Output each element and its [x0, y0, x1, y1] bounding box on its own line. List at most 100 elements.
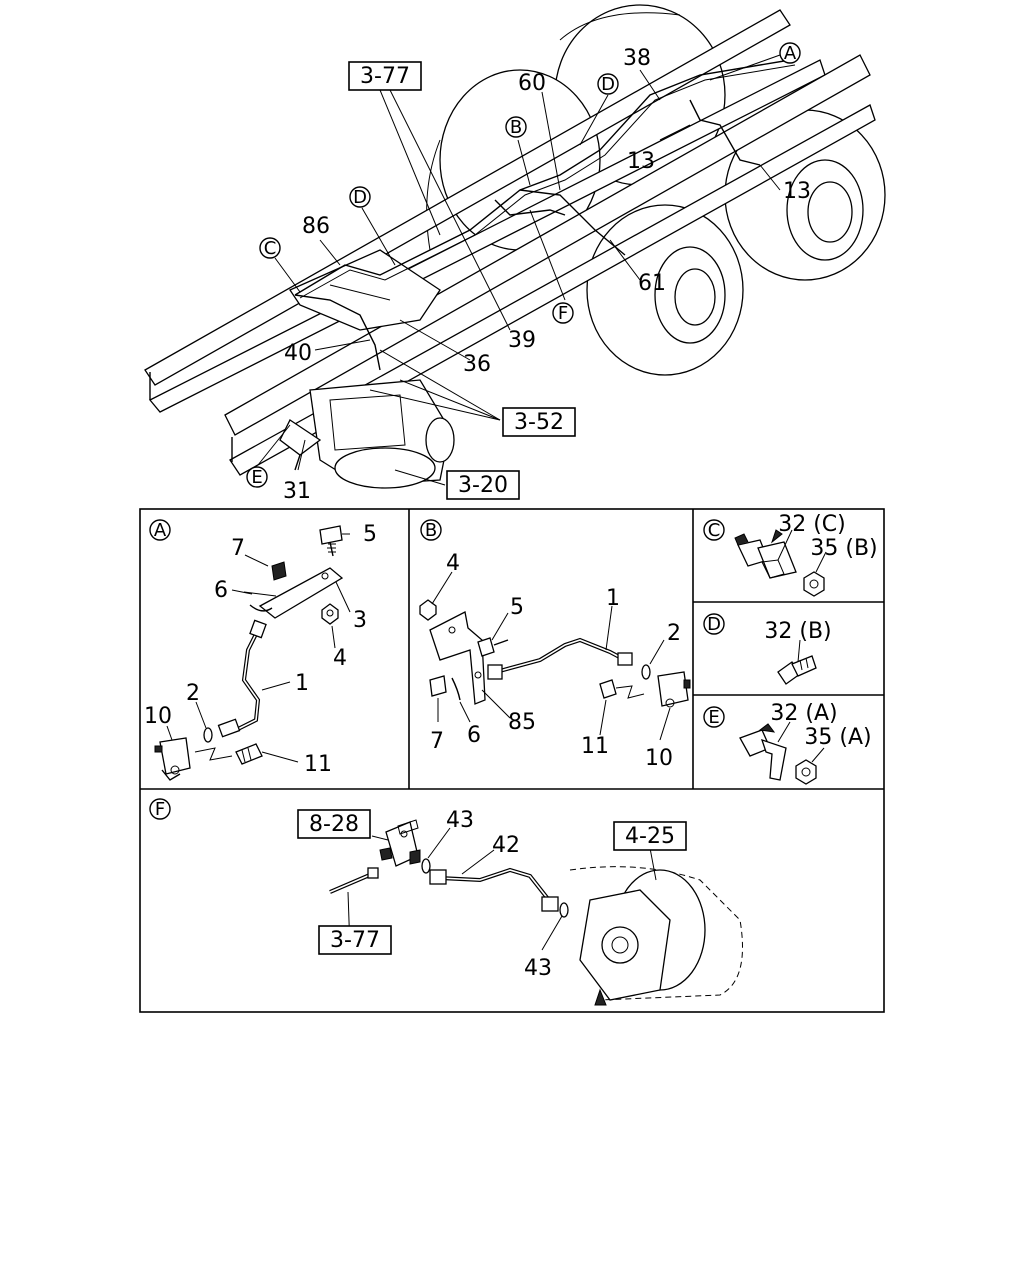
- detail-panel-d: D 32 (B): [703, 613, 832, 685]
- panel-a-number-4: 4: [333, 646, 347, 671]
- o-ring-43-bottom-icon: [559, 902, 569, 918]
- panel-b-number-1: 1: [606, 586, 620, 611]
- detail-panel-a: A: [144, 519, 377, 781]
- svg-text:3-52: 3-52: [514, 410, 564, 435]
- detail-panel-c: C 32 (C) 35 (B): [703, 512, 878, 597]
- panel-a-number-11: 11: [304, 752, 332, 777]
- panel-c-label-32c: 32 (C): [778, 512, 846, 537]
- svg-text:C: C: [264, 238, 277, 259]
- part-number-36: 36: [463, 352, 491, 377]
- svg-text:A: A: [154, 520, 167, 541]
- svg-text:D: D: [707, 614, 721, 635]
- nut-4-b-icon: [419, 599, 437, 621]
- hose-1-b-icon: [487, 637, 633, 680]
- ref-box-3-20[interactable]: 3-20: [446, 470, 520, 500]
- panel-a-number-5: 5: [363, 522, 377, 547]
- part-number-86: 86: [302, 214, 330, 239]
- o-ring-2-b-icon: [641, 664, 651, 680]
- fitting-32c-icon: [734, 529, 797, 579]
- svg-text:A: A: [784, 43, 797, 64]
- bracket-3-icon: [258, 567, 344, 619]
- panel-f-number-42: 42: [492, 833, 520, 858]
- svg-text:8-28: 8-28: [309, 812, 359, 837]
- bolt-11-icon: [194, 743, 263, 765]
- clip-6-icon: [243, 591, 277, 612]
- crossmember: [289, 249, 441, 331]
- panel-a-number-6: 6: [214, 578, 228, 603]
- part-number-61: 61: [638, 271, 666, 296]
- svg-text:D: D: [353, 187, 367, 208]
- svg-text:3-77: 3-77: [360, 64, 410, 89]
- bolt-5-icon: [319, 525, 343, 557]
- panel-d-label-32b: 32 (B): [764, 619, 831, 644]
- pipe-to-3-77-icon: [329, 867, 379, 894]
- panel-b-number-10: 10: [645, 746, 673, 771]
- callout-e[interactable]: E: [246, 466, 268, 488]
- svg-text:3-77: 3-77: [330, 928, 380, 953]
- panel-a-number-7: 7: [231, 536, 245, 561]
- panel-a-number-2: 2: [186, 681, 200, 706]
- brake-chamber-assembly: [279, 379, 455, 489]
- nut-35a-icon: [795, 759, 817, 785]
- o-ring-2-icon: [203, 727, 213, 743]
- svg-text:C: C: [708, 520, 721, 541]
- panel-b-letter: B: [420, 519, 442, 541]
- clip-6-b-icon: [451, 677, 461, 701]
- ref-box-4-25[interactable]: 4-25: [613, 821, 687, 851]
- panel-f-number-43-top: 43: [446, 808, 474, 833]
- panel-b-number-4: 4: [446, 551, 460, 576]
- nut-35b-icon: [803, 571, 825, 597]
- panel-a-number-1: 1: [295, 671, 309, 696]
- panel-b-number-11: 11: [581, 734, 609, 759]
- panel-e-letter: E: [703, 706, 725, 728]
- detail-panel-e: E 32 (A) 35 (A): [703, 701, 872, 785]
- svg-text:D: D: [601, 74, 615, 95]
- panel-e-label-32a: 32 (A): [770, 701, 837, 726]
- bracket-85-icon: [429, 611, 486, 705]
- svg-text:E: E: [708, 707, 719, 728]
- o-ring-43-top-icon: [421, 858, 431, 874]
- panel-e-label-35a: 35 (A): [804, 725, 871, 750]
- part-number-40: 40: [284, 341, 312, 366]
- panel-a-number-3: 3: [353, 608, 367, 633]
- ref-box-3-77-bottom[interactable]: 3-77: [318, 925, 392, 955]
- ref-box-3-77-top[interactable]: 3-77: [348, 61, 422, 91]
- svg-text:3-20: 3-20: [458, 473, 508, 498]
- part-number-13-right: 13: [783, 179, 811, 204]
- detail-panel-b: B: [419, 519, 691, 771]
- panel-c-label-35b: 35 (B): [810, 536, 877, 561]
- callout-b[interactable]: B: [505, 116, 527, 138]
- panel-b-number-5: 5: [510, 595, 524, 620]
- nut-7-b-icon: [429, 675, 447, 697]
- valve-icon: [379, 819, 421, 867]
- bolt-5-b-icon: [477, 637, 509, 657]
- callout-c[interactable]: C: [259, 237, 281, 259]
- ref-box-8-28[interactable]: 8-28: [297, 809, 371, 839]
- main-chassis-view: 3-77 3-52 3-20 A D B D C: [144, 4, 886, 504]
- brake-pipe-routing: [294, 59, 796, 371]
- fitting-32b-icon: [777, 655, 817, 685]
- nut-7-icon: [271, 561, 287, 581]
- svg-text:B: B: [510, 117, 522, 138]
- panel-f-letter: F: [149, 798, 171, 820]
- nut-4-icon: [321, 603, 339, 625]
- panel-b-number-7: 7: [430, 729, 444, 754]
- callout-d-top[interactable]: D: [597, 73, 619, 95]
- panel-a-number-10: 10: [144, 704, 172, 729]
- ref-box-3-52[interactable]: 3-52: [502, 407, 576, 437]
- hose-42-icon: [429, 867, 559, 912]
- callout-a[interactable]: A: [779, 42, 801, 64]
- callout-f[interactable]: F: [552, 302, 574, 324]
- panel-b-number-6: 6: [467, 723, 481, 748]
- part-number-31: 31: [283, 479, 311, 504]
- panel-f-number-43-bottom: 43: [524, 956, 552, 981]
- hose-1-icon: [217, 619, 267, 738]
- part-number-38: 38: [623, 46, 651, 71]
- svg-text:B: B: [425, 520, 437, 541]
- callout-d-mid[interactable]: D: [349, 186, 371, 208]
- panel-c-letter: C: [703, 519, 725, 541]
- panel-b-number-2: 2: [667, 621, 681, 646]
- bolt-11-b-icon: [599, 679, 645, 699]
- svg-text:4-25: 4-25: [625, 824, 675, 849]
